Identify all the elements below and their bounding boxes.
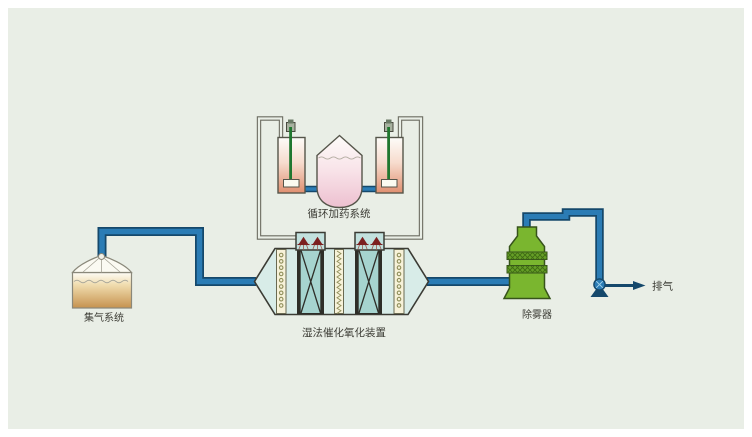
oxidizer-label: 湿法催化氧化装置 [302, 326, 386, 339]
packing-column-right [393, 249, 405, 314]
spray-nozzle-icon [370, 236, 383, 250]
spray-box-left [295, 231, 326, 251]
spray-nozzle-icon [311, 236, 324, 250]
demister-tower [502, 226, 552, 300]
inlet-pipe [97, 227, 256, 286]
gas-collection-tank [71, 253, 133, 309]
exhaust-arrow-icon [604, 281, 646, 290]
agitator-tank-right [375, 119, 404, 194]
spray-box-right [354, 231, 385, 251]
fan-pump-icon [590, 278, 609, 297]
dosing-system-label: 循环加药系统 [308, 207, 371, 220]
distributor-column-center [334, 249, 344, 314]
dosing-feed-pipe-right [383, 116, 424, 240]
dosing-system [277, 119, 404, 209]
catalyst-bed-left [297, 249, 324, 314]
agitator-tank-left [277, 119, 306, 194]
packing-column-left [276, 249, 287, 314]
oxidizer-vessel [253, 231, 430, 316]
spray-nozzle-icon [356, 236, 369, 250]
dosing-vessel [316, 134, 363, 209]
demister-pad-bottom [506, 265, 548, 274]
spray-nozzle-icon [297, 236, 310, 250]
diagram-background [8, 8, 744, 429]
demister-label: 除雾器 [522, 308, 552, 321]
demister-pad-top [506, 251, 548, 260]
dosing-feed-pipe-left [256, 116, 297, 240]
catalyst-bed-right [355, 249, 382, 314]
exhaust-label: 排气 [652, 280, 673, 293]
demister-outlet-pipe [522, 208, 604, 281]
gas-collection-label: 集气系统 [84, 311, 124, 324]
